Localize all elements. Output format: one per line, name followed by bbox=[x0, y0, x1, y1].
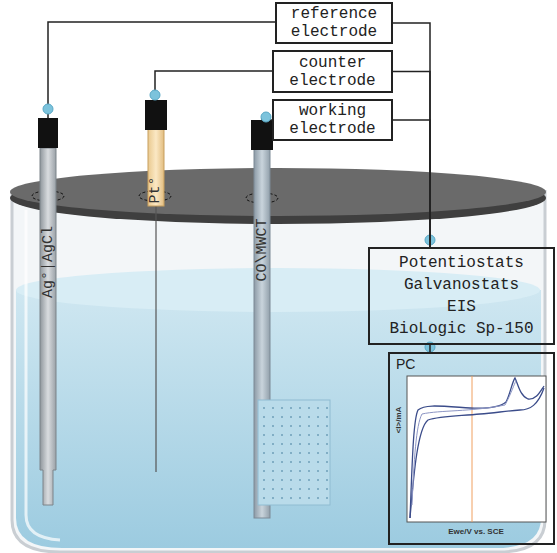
reference-box: reference electrode bbox=[275, 2, 393, 44]
electrode-cap bbox=[38, 118, 58, 148]
box-label: Galvanostats bbox=[404, 274, 519, 296]
box-label: EIS bbox=[447, 296, 476, 318]
pc-label: PC bbox=[396, 356, 415, 372]
electrode-cap bbox=[251, 120, 273, 150]
lid-top bbox=[10, 168, 546, 216]
connector-wire bbox=[429, 345, 431, 352]
box-label: reference electrode bbox=[286, 5, 382, 41]
box-label: working electrode bbox=[284, 102, 380, 138]
electrode-label: Pt° bbox=[148, 176, 163, 203]
box-label: Potentiostats bbox=[399, 252, 524, 274]
cv-plot bbox=[407, 376, 546, 522]
reference-electrode-rod bbox=[40, 148, 56, 505]
wire bbox=[48, 22, 275, 112]
electrode-plate bbox=[258, 400, 330, 505]
axis-label: Ewe/V vs. SCE bbox=[448, 528, 504, 536]
connector-wire bbox=[393, 23, 430, 247]
connection-dot bbox=[43, 90, 435, 352]
counter-electrode-rod bbox=[148, 128, 164, 206]
counter-box: counter electrode bbox=[272, 50, 393, 93]
connector-wire bbox=[393, 120, 430, 247]
axis-label: <I>/mA bbox=[395, 407, 403, 434]
wire bbox=[155, 71, 272, 96]
pc-box: PC bbox=[388, 352, 555, 545]
instrument-box: PotentiostatsGalvanostatsEISBioLogic Sp-… bbox=[368, 247, 555, 345]
box-label: BioLogic Sp-150 bbox=[389, 318, 533, 340]
electrode-label: Ag°|AgCl bbox=[41, 226, 56, 298]
beaker bbox=[12, 190, 545, 552]
platinum-wire bbox=[155, 205, 156, 472]
connector-wire bbox=[393, 72, 430, 248]
box-label: counter electrode bbox=[284, 54, 380, 90]
working-box: working electrode bbox=[272, 99, 393, 141]
electrode-label: CO\MWCT bbox=[255, 218, 270, 281]
electrode-cap bbox=[145, 100, 167, 130]
